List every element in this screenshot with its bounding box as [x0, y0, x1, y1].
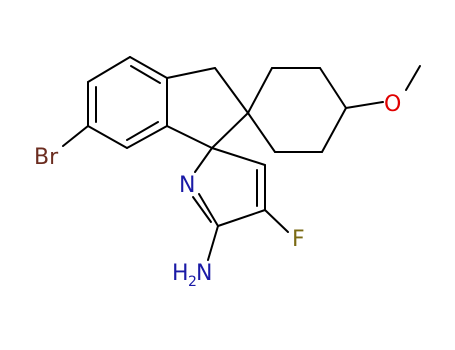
bond — [129, 56, 168, 79]
bond — [87, 125, 128, 149]
double-bond-inner — [126, 121, 159, 141]
cyclohexane-ring — [247, 67, 347, 153]
pyrrole-ring — [192, 147, 266, 227]
bond — [321, 107, 347, 153]
bond — [194, 147, 213, 173]
cyclopentane-ring — [166, 67, 249, 149]
bond — [217, 209, 266, 227]
bond — [166, 67, 216, 79]
bond — [247, 67, 273, 114]
bond — [207, 225, 219, 261]
amine-subscript-label: 2 — [188, 274, 197, 290]
nitrogen-atom-label: N — [179, 173, 195, 198]
amine-n-label: N — [196, 261, 212, 286]
bond — [405, 65, 421, 91]
bond — [211, 147, 266, 166]
bond — [214, 67, 249, 114]
amine-h-label: H — [172, 261, 189, 286]
bromine-atom-label: Br — [34, 145, 59, 170]
bond — [264, 209, 289, 233]
fluorine-atom-label: F — [292, 227, 305, 252]
bond — [126, 125, 168, 149]
bond — [211, 112, 249, 149]
bond — [166, 125, 213, 149]
bond — [62, 125, 89, 147]
bond — [87, 56, 131, 83]
double-bond-inner — [130, 65, 161, 84]
oxygen-atom-label: O — [384, 92, 401, 117]
bond — [319, 67, 347, 109]
double-bond-inner — [192, 196, 212, 223]
amine-group-label: H 2 N — [172, 261, 212, 290]
benzene-ring — [87, 56, 168, 149]
bond — [345, 101, 384, 109]
bond — [247, 112, 276, 153]
bond — [198, 193, 219, 227]
